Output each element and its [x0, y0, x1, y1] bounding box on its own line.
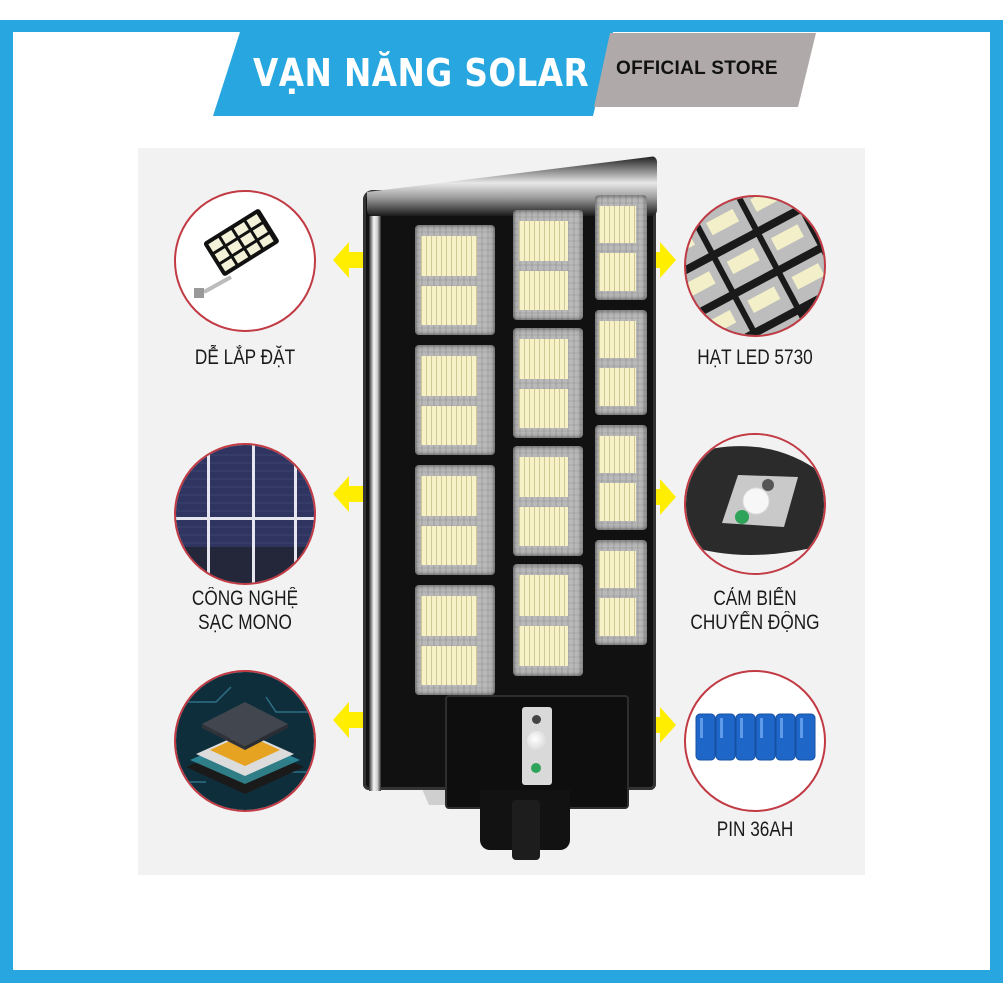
feature-label-sensor-line1: CẢM BIẾN: [713, 587, 797, 610]
pole-mount: [480, 790, 570, 860]
motion-sensor-dome-icon: [527, 731, 547, 751]
led-module: [513, 328, 583, 438]
feature-label-led: HẠT LED 5730: [697, 346, 813, 369]
arrow-left-icon: [333, 242, 373, 278]
official-store-tag: [594, 33, 816, 107]
arrow-left-icon: [333, 476, 373, 512]
led-module: [415, 465, 495, 575]
feature-label-mono-line1: CÔNG NGHỆ: [191, 587, 299, 610]
led-module: [513, 210, 583, 320]
feature-label-sensor-line2: CHUYỂN ĐỘNG: [690, 611, 820, 634]
brand-title: VẠN NĂNG SOLAR: [253, 51, 590, 95]
led-module: [415, 225, 495, 335]
led-module: [415, 345, 495, 455]
arrow-left-icon: [333, 702, 373, 738]
led-module: [595, 540, 647, 645]
street-lamp-icon: [194, 209, 279, 298]
arrow-right-icon: [636, 242, 676, 278]
pole-mount-pipe: [512, 800, 540, 860]
solar-panel-icon: [176, 445, 314, 583]
chip-icon: [176, 672, 314, 810]
solar-street-lamp: [355, 150, 665, 860]
arrow-right-icon: [636, 479, 676, 515]
light-sensor-icon: [532, 715, 541, 724]
led-module: [513, 446, 583, 556]
motion-sensor-icon: [686, 435, 824, 573]
led-module: [513, 564, 583, 676]
lamp-side-edge: [369, 216, 381, 791]
feature-chip: [174, 670, 316, 812]
sensor-plate: [522, 707, 552, 785]
indicator-led-icon: [531, 763, 541, 773]
feature-easy-install: [174, 190, 316, 332]
feature-led: [684, 195, 826, 337]
feature-mono-charging: [174, 443, 316, 585]
feature-battery: [684, 670, 826, 812]
feature-label-mono-line2: SẠC MONO: [198, 611, 292, 634]
feature-label-easy-install: DỄ LẮP ĐẶT: [194, 346, 296, 369]
led-chip-icon: [686, 197, 824, 335]
battery-icon: [695, 713, 816, 761]
feature-label-battery: PIN 36AH: [716, 818, 794, 841]
led-module: [595, 310, 647, 415]
led-module: [415, 585, 495, 695]
brand-banner: [213, 32, 613, 116]
feature-motion-sensor: [684, 433, 826, 575]
led-module: [595, 425, 647, 530]
arrow-right-icon: [636, 707, 676, 743]
official-store-label: OFFICIAL STORE: [616, 58, 778, 79]
led-module: [595, 195, 647, 300]
